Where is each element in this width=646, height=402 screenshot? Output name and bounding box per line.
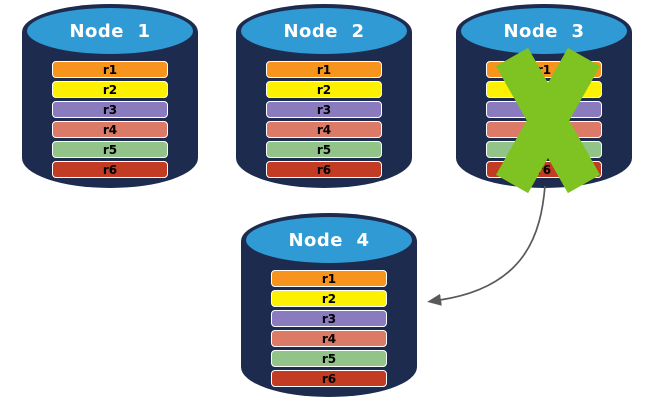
node-1-row-r4: r4 [52, 121, 168, 138]
node-4-row-r2: r2 [271, 290, 387, 307]
node-2-row-r5: r5 [266, 141, 382, 158]
node-3-replica-rows: r1 r2 r3 r4 r5 r6 [486, 61, 602, 178]
node-2-title: Node 2 [283, 20, 365, 42]
node-4-row-r1: r1 [271, 270, 387, 287]
node-4-replica-rows: r1 r2 r3 r4 r5 r6 [271, 270, 387, 387]
node-3-row-r3: r3 [486, 101, 602, 118]
node-3-cylinder-cap-top [461, 8, 627, 54]
node-2-row-r2: r2 [266, 81, 382, 98]
node-2-replica-rows: r1 r2 r3 r4 r5 r6 [266, 61, 382, 178]
node-1-row-r6: r6 [52, 161, 168, 178]
failover-arrow [427, 185, 546, 306]
node-1-cylinder: Node 1 r1 r2 r3 r4 r5 r6 [22, 4, 198, 188]
node-2-row-r6: r6 [266, 161, 382, 178]
node-4-cylinder-cap-top [246, 217, 412, 263]
node-2-cylinder-cap-top [241, 8, 407, 54]
node-1-replica-rows: r1 r2 r3 r4 r5 r6 [52, 61, 168, 178]
node-3-row-r6: r6 [486, 161, 602, 178]
node-2-row-r1: r1 [266, 61, 382, 78]
node-2-cylinder-cap [236, 4, 412, 60]
node-3-row-r4: r4 [486, 121, 602, 138]
node-1-row-r1: r1 [52, 61, 168, 78]
node-4-row-r5: r5 [271, 350, 387, 367]
node-3-cylinder: Node 3 r1 r2 r3 r4 r5 r6 [456, 4, 632, 188]
node-2-row-r3: r3 [266, 101, 382, 118]
node-3-title: Node 3 [503, 20, 585, 42]
node-3-row-r1: r1 [486, 61, 602, 78]
node-3-row-r2: r2 [486, 81, 602, 98]
node-1-cylinder-cap [22, 4, 198, 60]
node-4-cylinder-cap [241, 213, 417, 269]
node-4-cylinder: Node 4 r1 r2 r3 r4 r5 r6 [241, 213, 417, 397]
node-1-row-r3: r3 [52, 101, 168, 118]
node-2-row-r4: r4 [266, 121, 382, 138]
node-1-row-r2: r2 [52, 81, 168, 98]
node-4-row-r4: r4 [271, 330, 387, 347]
node-2-cylinder: Node 2 r1 r2 r3 r4 r5 r6 [236, 4, 412, 188]
node-4-title: Node 4 [288, 229, 370, 251]
node-1-cylinder-cap-top [27, 8, 193, 54]
node-1-title: Node 1 [69, 20, 151, 42]
node-4-row-r3: r3 [271, 310, 387, 327]
node-4-row-r6: r6 [271, 370, 387, 387]
node-1-row-r5: r5 [52, 141, 168, 158]
node-3-row-r5: r5 [486, 141, 602, 158]
